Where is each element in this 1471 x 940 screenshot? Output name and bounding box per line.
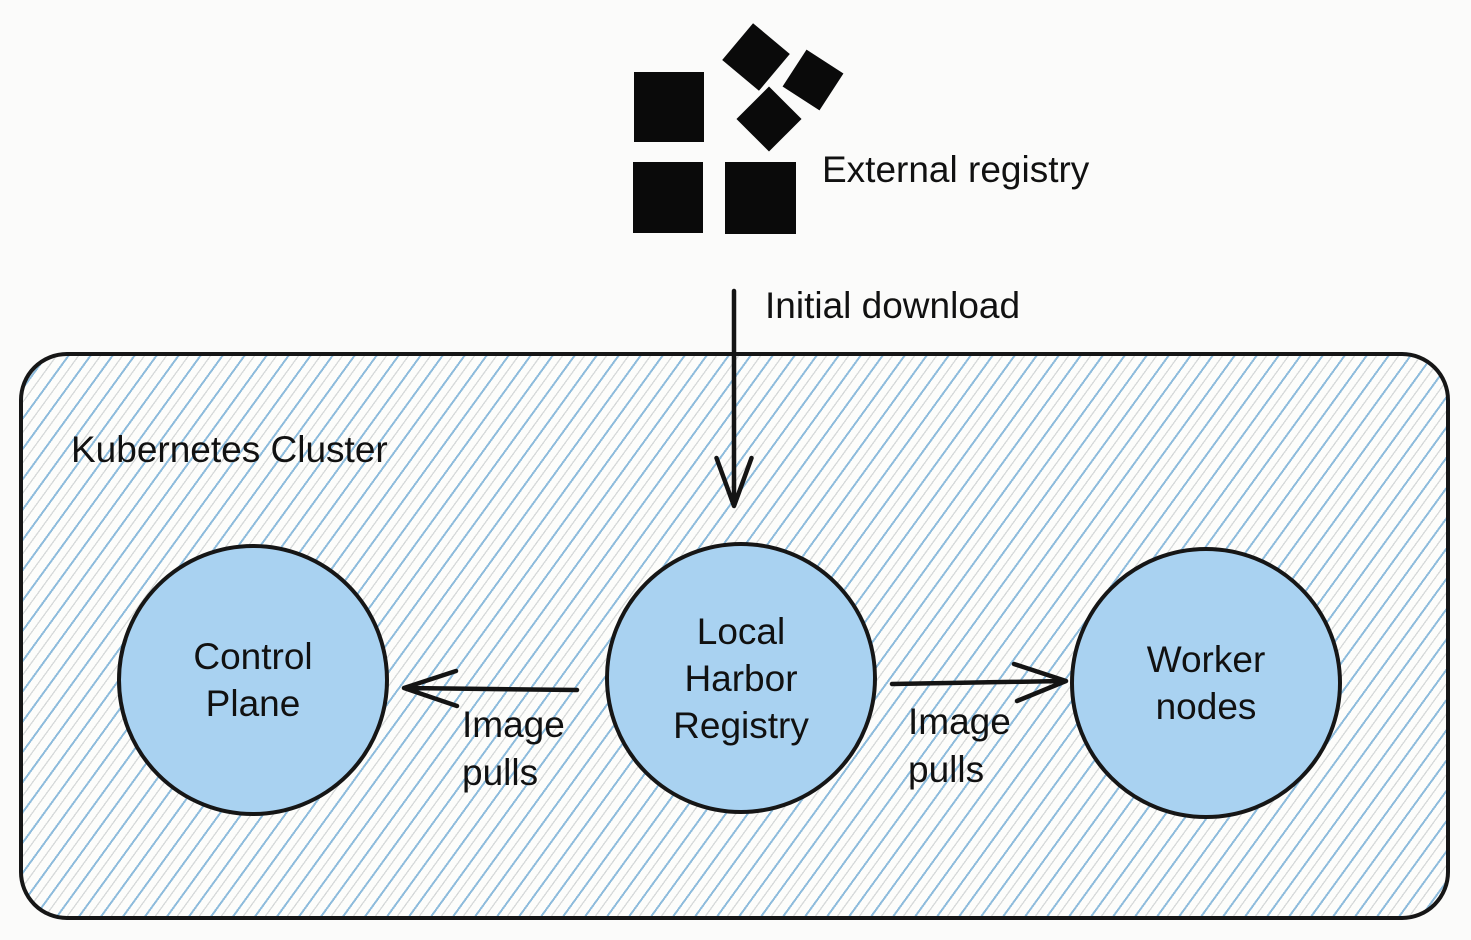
registry-icon-square xyxy=(633,162,703,233)
node-control-plane: Control Plane xyxy=(117,544,389,816)
node-label-line: Plane xyxy=(205,683,301,724)
registry-icon-square xyxy=(725,162,796,234)
registry-icon-tilted-square xyxy=(782,49,844,111)
node-worker-nodes: Worker nodes xyxy=(1070,547,1342,819)
node-label-line: Local xyxy=(696,610,786,652)
cluster-title: Kubernetes Cluster xyxy=(71,429,388,470)
edge-label-image-pulls-left: Image pulls xyxy=(462,701,565,797)
node-label-line: nodes xyxy=(1155,686,1257,727)
registry-icon-square xyxy=(634,72,704,142)
external-registry-label: External registry xyxy=(822,149,1090,190)
node-label-line: Harbor xyxy=(684,657,798,699)
node-label-line: Registry xyxy=(673,704,809,746)
edge-label-image-pulls-right: Image pulls xyxy=(908,698,1011,794)
node-label-line: Worker xyxy=(1146,639,1266,680)
edge-label-line: pulls xyxy=(908,749,985,790)
node-local-harbor-registry: Local Harbor Registry xyxy=(605,542,877,814)
edge-label-line: pulls xyxy=(462,752,539,793)
edge-label-line: Image xyxy=(462,704,565,745)
registry-icon-tilted-square xyxy=(722,23,790,91)
edge-label-initial-download: Initial download xyxy=(765,285,1021,326)
registry-icon-tilted-square xyxy=(736,86,802,152)
node-label-line: Control xyxy=(193,636,313,677)
edge-label-line: Image xyxy=(908,701,1011,742)
